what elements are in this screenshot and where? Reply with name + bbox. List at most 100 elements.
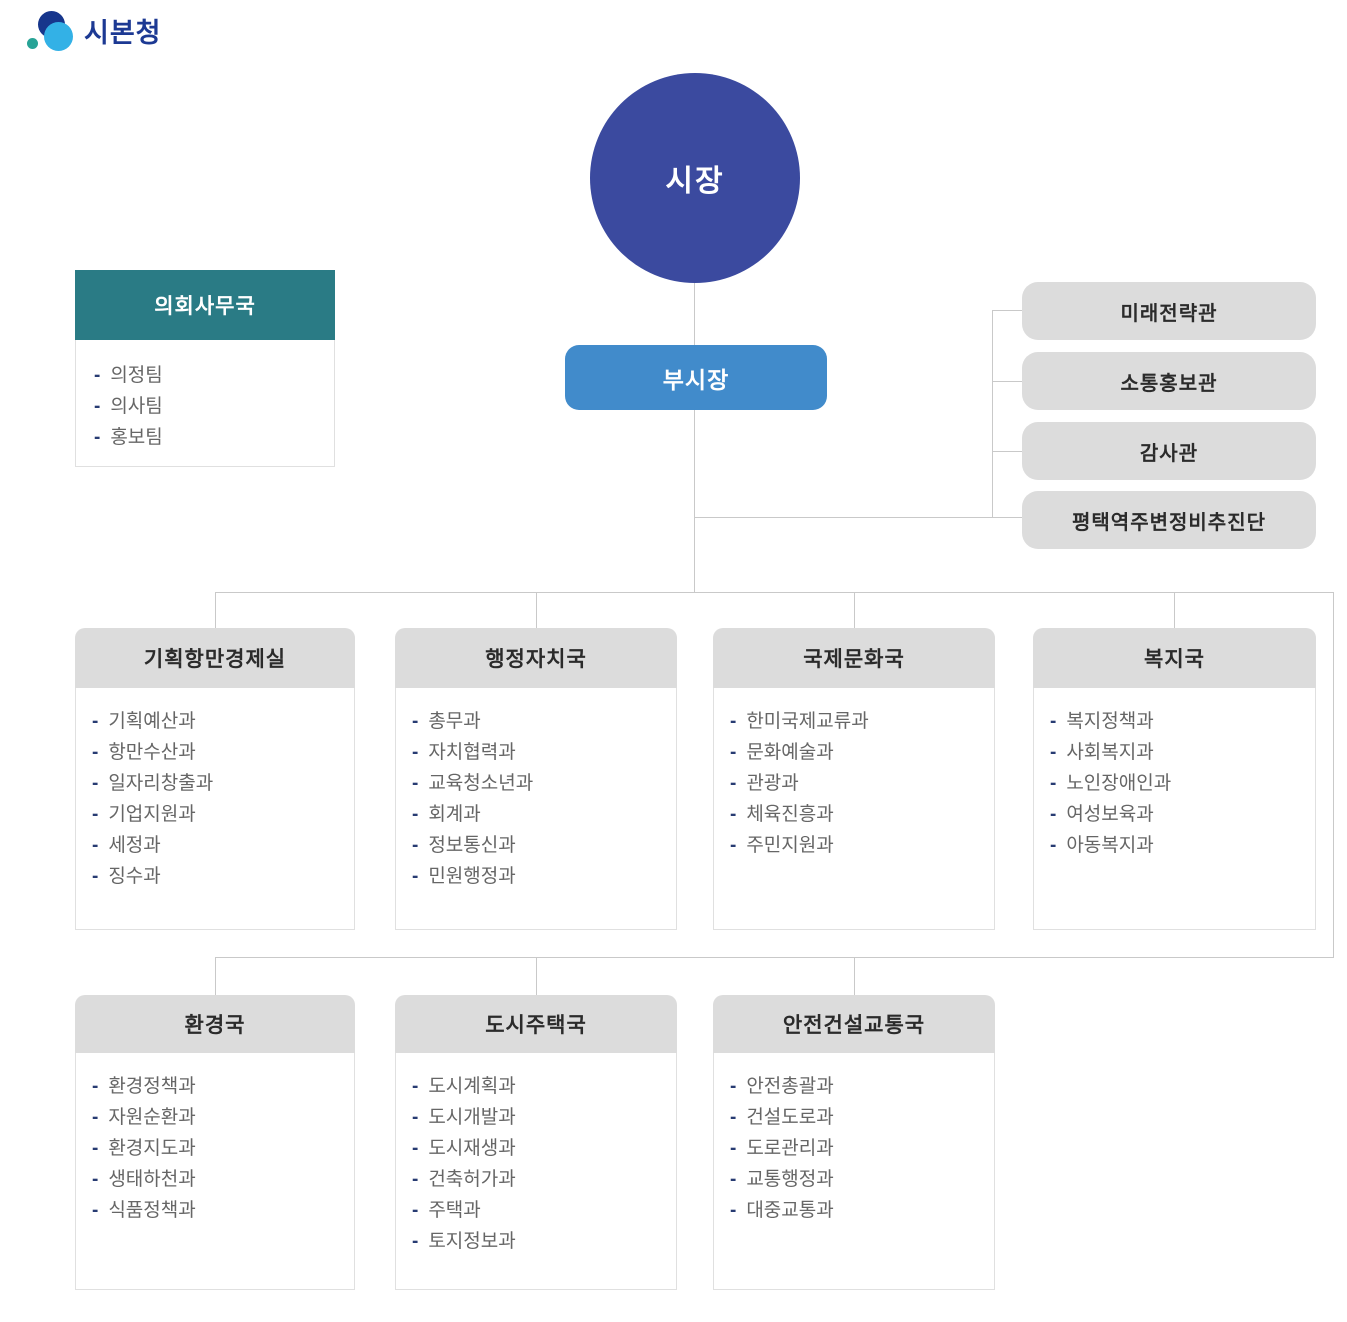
dash-bullet-icon: - [412,711,419,732]
connector-row2-stub-3 [854,957,855,995]
dash-bullet-icon: - [92,866,99,887]
dept-title: 행정자치국 [485,648,587,671]
dash-bullet-icon: - [1050,773,1057,794]
dept-list-item: - 주택과 [412,1195,676,1226]
dept-list-item-label: 노인장애인과 [1066,773,1172,794]
dept-header[interactable]: 행정자치국 [395,628,677,688]
dept-list-item-label: 홍보팀 [110,427,163,448]
dash-bullet-icon: - [1050,742,1057,763]
dept-title: 안전건설교통국 [782,1014,926,1037]
dash-bullet-icon: - [92,711,99,732]
office-communication-pr[interactable]: 소통홍보관 [1022,352,1316,410]
dept-list-item: - 도시계획과 [412,1071,676,1102]
dept-title: 복지국 [1144,648,1205,671]
council-secretariat-header[interactable]: 의회사무국 [75,270,335,340]
connector-row2-stub-2 [536,957,537,995]
dept-list-item-label: 아동복지과 [1066,835,1154,856]
dept-list-item: - 일자리창출과 [92,768,354,799]
dept-urban-housing: 도시주택국 - 도시계획과 - 도시개발과 - 도시재생과 - 건축허가과 - … [395,995,677,1290]
office-audit[interactable]: 감사관 [1022,422,1316,480]
dept-body: - 안전총괄과 - 건설도로과 - 도로관리과 - 교통행정과 - 대중교통과 [713,1053,995,1290]
dept-header[interactable]: 기획항만경제실 [75,628,355,688]
dept-list-item: - 토지정보과 [412,1226,676,1257]
dash-bullet-icon: - [730,773,737,794]
connector-row1-stub-2 [536,592,537,628]
council-secretariat-title: 의회사무국 [154,295,256,318]
dash-bullet-icon: - [412,1169,419,1190]
dept-list-item-label: 도시개발과 [428,1107,516,1128]
dept-list-item: - 항만수산과 [92,737,354,768]
dash-bullet-icon: - [412,773,419,794]
dept-list-item: - 세정과 [92,830,354,861]
dept-list-item: - 생태하천과 [92,1164,354,1195]
dept-list-item-label: 체육진흥과 [746,804,834,825]
dept-list-item: - 문화예술과 [730,737,994,768]
dash-bullet-icon: - [92,1107,99,1128]
dept-list-item: - 정보통신과 [412,830,676,861]
mayor-node[interactable]: 시장 [590,73,800,283]
connector-office-stub-2 [992,381,1022,382]
connector-trunk [694,410,695,593]
dept-header[interactable]: 복지국 [1033,628,1316,688]
dept-list-item: - 건설도로과 [730,1102,994,1133]
dept-title: 국제문화국 [803,648,905,671]
dept-body: - 기획예산과 - 항만수산과 - 일자리창출과 - 기업지원과 - 세정과 -… [75,688,355,930]
dash-bullet-icon: - [92,835,99,856]
dept-list-item-label: 사회복지과 [1066,742,1154,763]
dept-title: 도시주택국 [485,1014,587,1037]
dept-list-item: - 사회복지과 [1050,737,1315,768]
connector-row1-stub-1 [215,592,216,628]
dash-bullet-icon: - [412,1107,419,1128]
dash-bullet-icon: - [412,1138,419,1159]
dash-bullet-icon: - [94,365,101,386]
dept-list-item-label: 주민지원과 [746,835,834,856]
dept-list-item: - 환경지도과 [92,1133,354,1164]
dept-list-item-label: 환경정책과 [108,1076,196,1097]
connector-mayor-vice [694,283,695,345]
dash-bullet-icon: - [730,1169,737,1190]
dept-list-item: - 복지정책과 [1050,706,1315,737]
dash-bullet-icon: - [412,1200,419,1221]
dept-list-item: - 의정팀 [94,360,334,391]
dept-list-item-label: 토지정보과 [428,1231,516,1252]
office-future-strategy[interactable]: 미래전략관 [1022,282,1316,340]
dept-list-item-label: 의정팀 [110,365,163,386]
dept-list-item: - 민원행정과 [412,861,676,892]
dept-body: - 환경정책과 - 자원순환과 - 환경지도과 - 생태하천과 - 식품정책과 [75,1053,355,1290]
dash-bullet-icon: - [730,1138,737,1159]
vice-mayor-node[interactable]: 부시장 [565,345,827,410]
dept-list-item-label: 교육청소년과 [428,773,534,794]
dept-list-item-label: 도로관리과 [746,1138,834,1159]
dept-list-item: - 회계과 [412,799,676,830]
connector-office-stub-3 [992,451,1022,452]
dept-list-item-label: 건축허가과 [428,1169,516,1190]
dept-list-item-label: 정보통신과 [428,835,516,856]
dept-list-item-label: 도시재생과 [428,1138,516,1159]
dept-list-item: - 안전총괄과 [730,1071,994,1102]
dept-list-item-label: 교통행정과 [746,1169,834,1190]
dept-list-item: - 기업지원과 [92,799,354,830]
dept-list-item-label: 세정과 [108,835,161,856]
page-title: 시본청 [84,17,162,48]
dept-list-item-label: 복지정책과 [1066,711,1154,732]
dept-list-item-label: 항만수산과 [108,742,196,763]
dept-list-item: - 아동복지과 [1050,830,1315,861]
office-pyeongtaek-station-redevelopment[interactable]: 평택역주변정비추진단 [1022,491,1316,549]
dept-list-item-label: 자치협력과 [428,742,516,763]
dash-bullet-icon: - [730,804,737,825]
dept-list-item: - 식품정책과 [92,1195,354,1226]
dept-list-item-label: 한미국제교류과 [746,711,869,732]
dept-welfare: 복지국 - 복지정책과 - 사회복지과 - 노인장애인과 - 여성보육과 - 아… [1033,628,1316,930]
dash-bullet-icon: - [730,835,737,856]
dept-header[interactable]: 국제문화국 [713,628,995,688]
dept-list-item: - 노인장애인과 [1050,768,1315,799]
dept-header[interactable]: 도시주택국 [395,995,677,1053]
dept-body: - 한미국제교류과 - 문화예술과 - 관광과 - 체육진흥과 - 주민지원과 [713,688,995,930]
dept-list-item: - 의사팀 [94,391,334,422]
dept-header[interactable]: 안전건설교통국 [713,995,995,1053]
dept-list-item-label: 회계과 [428,804,481,825]
dept-header[interactable]: 환경국 [75,995,355,1053]
dash-bullet-icon: - [730,1076,737,1097]
dept-list-item-label: 건설도로과 [746,1107,834,1128]
dash-bullet-icon: - [730,711,737,732]
